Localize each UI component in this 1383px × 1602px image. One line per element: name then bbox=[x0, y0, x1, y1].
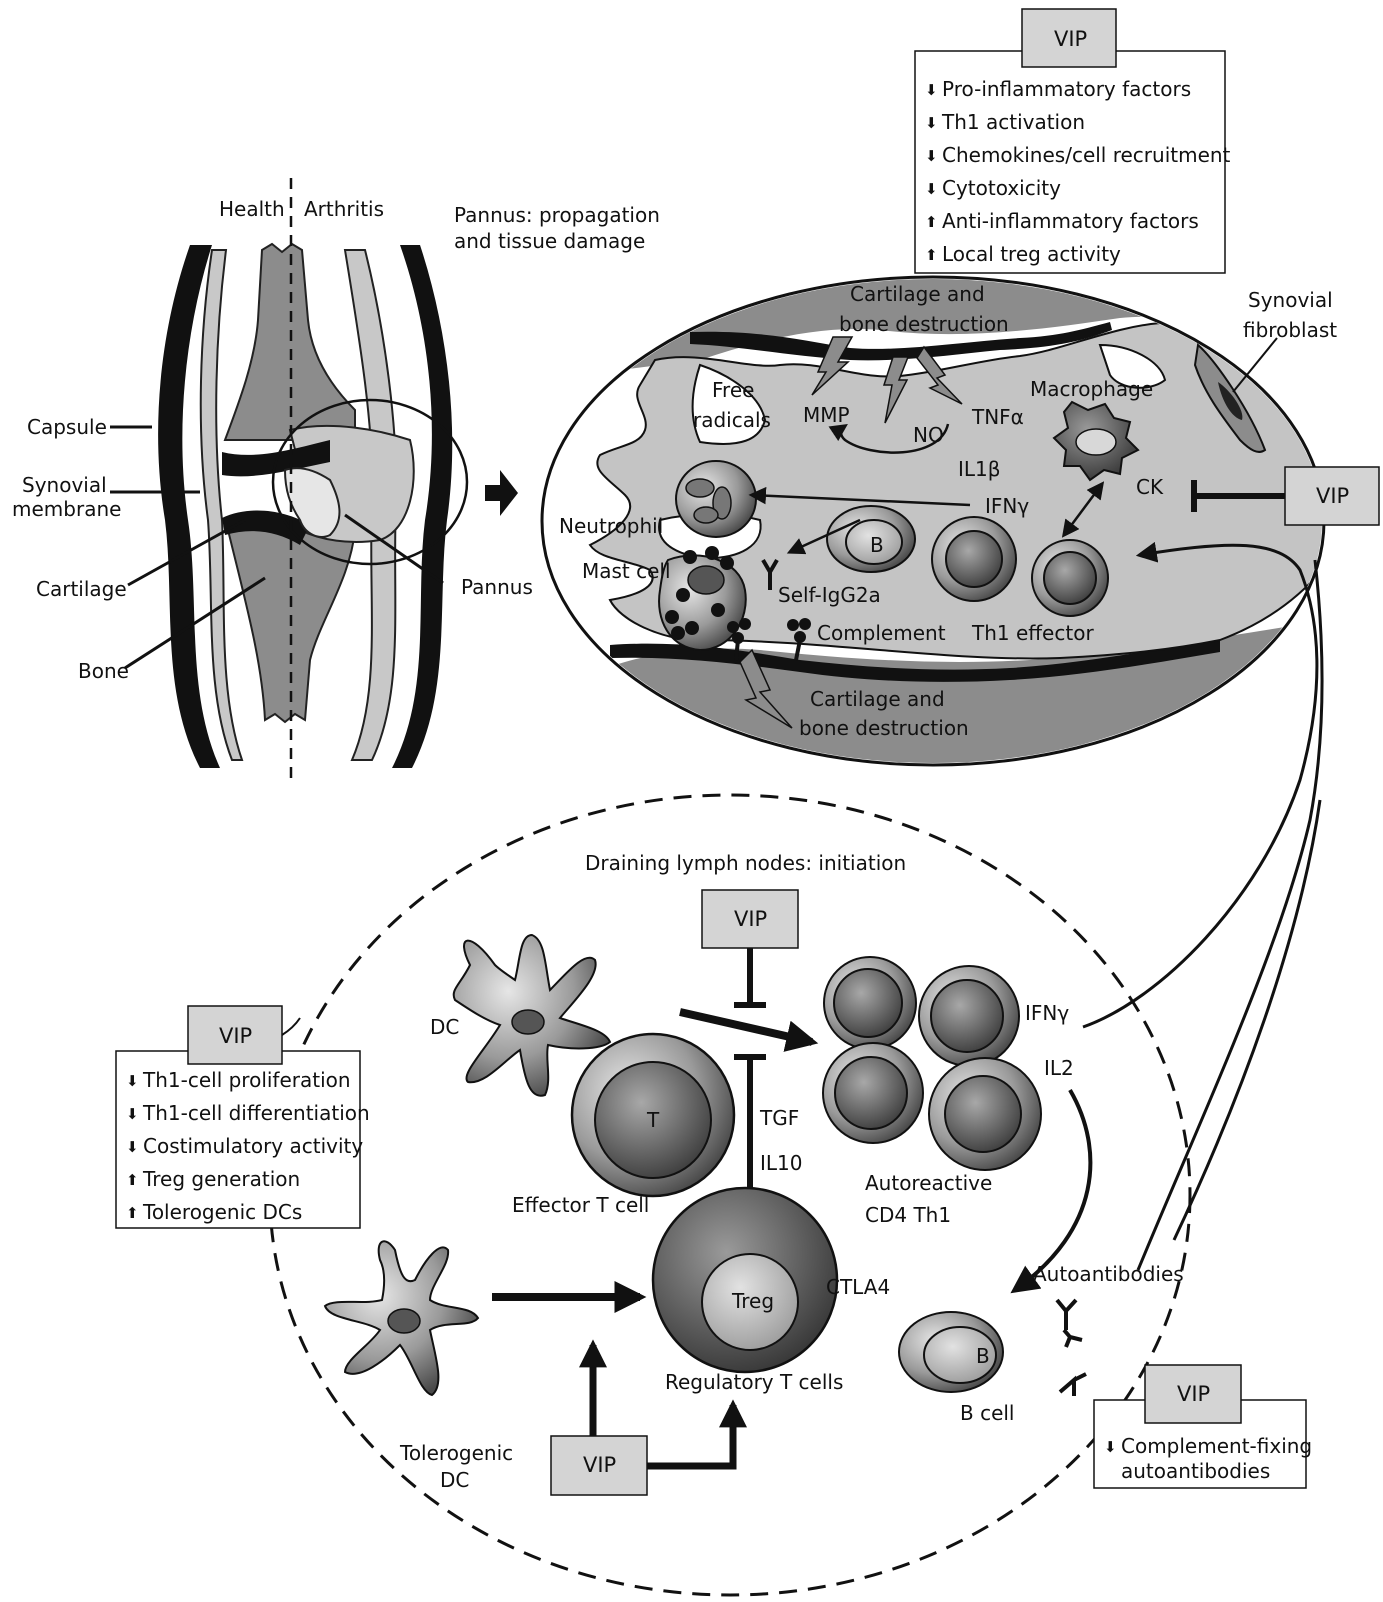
il1b-label: IL1β bbox=[958, 457, 1001, 481]
lymph-node-title: Draining lymph nodes: initiation bbox=[585, 851, 906, 875]
pannus-title-2: and tissue damage bbox=[454, 229, 645, 253]
synovial-membrane-label-2: membrane bbox=[12, 497, 121, 521]
autoantibodies-label: Autoantibodies bbox=[1033, 1262, 1184, 1286]
lymph-node: Draining lymph nodes: initiation VIP DC … bbox=[270, 795, 1190, 1595]
macrophage-label: Macrophage bbox=[1030, 377, 1153, 401]
down-arrow-icon: ⬇ bbox=[126, 1138, 139, 1156]
b-label-synovium: B bbox=[870, 533, 884, 557]
ck-label: CK bbox=[1136, 475, 1164, 499]
ifng-label: IFNγ bbox=[985, 494, 1029, 518]
effector-t-cell-label: Effector T cell bbox=[512, 1193, 649, 1217]
cartilage-top-label-1: Cartilage and bbox=[850, 282, 985, 306]
b-label: B bbox=[976, 1344, 990, 1368]
pannus-title-1: Pannus: propagation bbox=[454, 203, 660, 227]
vip-effect-item: Th1-cell proliferation bbox=[142, 1068, 351, 1092]
treg-label: Treg bbox=[731, 1289, 774, 1313]
free-radicals-label-2: radicals bbox=[693, 408, 771, 432]
vip-effect-item: Th1 activation bbox=[941, 110, 1085, 134]
vip-side-label: VIP bbox=[1316, 484, 1349, 508]
autoantibody-icon-1 bbox=[1057, 1300, 1076, 1330]
vip-bottom-label: VIP bbox=[583, 1453, 616, 1477]
vip-effect-item: Cytotoxicity bbox=[942, 176, 1061, 200]
tgf-label: TGF bbox=[759, 1106, 799, 1130]
vip-effect-item: Local treg activity bbox=[942, 242, 1121, 266]
down-arrow-icon: ⬇ bbox=[126, 1105, 139, 1123]
tolerogenic-label-1: Tolerogenic bbox=[399, 1441, 513, 1465]
vip-effect-item: Costimulatory activity bbox=[143, 1134, 363, 1158]
down-arrow-icon: ⬇ bbox=[925, 114, 938, 132]
il10-label: IL10 bbox=[760, 1151, 803, 1175]
vip-effect-item: Chemokines/cell recruitment bbox=[942, 143, 1231, 167]
th1-effector-label: Th1 effector bbox=[971, 621, 1094, 645]
vip-left-label: VIP bbox=[219, 1024, 252, 1048]
tnfa-label: TNFα bbox=[971, 405, 1024, 429]
cartilage-top-label-2: bone destruction bbox=[839, 312, 1009, 336]
activation-arrow bbox=[680, 1012, 812, 1042]
no-label: NO bbox=[913, 423, 944, 447]
up-arrow-icon: ⬆ bbox=[126, 1204, 139, 1222]
vip-right-effect-1: Complement-fixing bbox=[1121, 1434, 1312, 1458]
up-arrow-icon: ⬆ bbox=[126, 1171, 139, 1189]
t-label: T bbox=[646, 1108, 660, 1132]
tolerogenic-label-2: DC bbox=[440, 1468, 469, 1492]
synovial-fibroblast-label-1: Synovial bbox=[1248, 288, 1333, 312]
vip-effect-item: Pro-inflammatory factors bbox=[942, 77, 1191, 101]
vip-right-label: VIP bbox=[1177, 1382, 1210, 1406]
capsule-label: Capsule bbox=[27, 415, 107, 439]
up-arrow-icon: ⬆ bbox=[925, 246, 938, 264]
complement-label: Complement bbox=[817, 621, 946, 645]
vip-top-panel: VIP ⬇Pro-inflammatory factors⬇Th1 activa… bbox=[915, 9, 1231, 273]
synovial-fibroblast-label-2: fibroblast bbox=[1243, 318, 1337, 342]
cartilage-label: Cartilage bbox=[36, 577, 127, 601]
joint-illustration: Health Arthritis Capsule Synovial membra… bbox=[12, 178, 533, 785]
vip-effect-item: Anti-inflammatory factors bbox=[942, 209, 1199, 233]
down-arrow-icon: ⬇ bbox=[925, 180, 938, 198]
vip-left-panel: VIP ⬇Th1-cell proliferation⬇Th1-cell dif… bbox=[116, 1006, 370, 1228]
b-cell-label: B cell bbox=[960, 1401, 1015, 1425]
autoantibody-icon-2 bbox=[1064, 1330, 1082, 1347]
vip-right-effect-2: autoantibodies bbox=[1121, 1459, 1270, 1483]
cartilage-bottom-label-2: bone destruction bbox=[799, 716, 969, 740]
synovial-membrane-left bbox=[201, 250, 242, 760]
vip-top-label: VIP bbox=[1054, 27, 1087, 51]
ctla4-label: CTLA4 bbox=[826, 1275, 890, 1299]
synovial-membrane-label-1: Synovial bbox=[22, 473, 107, 497]
autoreactive-label-1: Autoreactive bbox=[865, 1171, 992, 1195]
cartilage-bottom-label-1: Cartilage and bbox=[810, 687, 945, 711]
down-arrow-icon: ⬇ bbox=[925, 147, 938, 165]
self-igg2a-label: Self-IgG2a bbox=[778, 583, 881, 607]
synovium-zoom: VIP Cartilage and bone destruction Synov… bbox=[540, 260, 1379, 780]
mmp-label: MMP bbox=[803, 403, 850, 427]
zoom-arrow bbox=[485, 470, 518, 516]
neutrophil-label: Neutrophil bbox=[559, 514, 663, 538]
up-arrow-icon: ⬆ bbox=[925, 213, 938, 231]
down-arrow-icon: ⬇ bbox=[126, 1072, 139, 1090]
vip-to-reg-t-cells-arrow bbox=[647, 1405, 733, 1466]
arthritis-label: Arthritis bbox=[304, 197, 384, 221]
vip-right-down-arrow-icon: ⬇ bbox=[1104, 1438, 1117, 1456]
il2-label: IL2 bbox=[1044, 1056, 1074, 1080]
vip-effect-item: Th1-cell differentiation bbox=[142, 1101, 370, 1125]
pannus-label: Pannus bbox=[461, 575, 533, 599]
vip-right-panel: VIP ⬇ Complement-fixing autoantibodies bbox=[1094, 1365, 1312, 1488]
lymph-ifng-label: IFNγ bbox=[1025, 1001, 1069, 1025]
autoantibody-icon-3 bbox=[1060, 1374, 1086, 1396]
vip-effect-item: Treg generation bbox=[142, 1167, 300, 1191]
mast-cell-label: Mast cell bbox=[582, 559, 671, 583]
vip-effect-item: Tolerogenic DCs bbox=[142, 1200, 302, 1224]
vip-left-connector bbox=[282, 1018, 300, 1035]
autoreactive-label-2: CD4 Th1 bbox=[865, 1203, 951, 1227]
free-radicals-label-1: Free bbox=[712, 378, 754, 402]
regulatory-t-cells-label: Regulatory T cells bbox=[665, 1370, 843, 1394]
dc-label: DC bbox=[430, 1015, 459, 1039]
health-label: Health bbox=[219, 197, 285, 221]
vip-center-label: VIP bbox=[734, 907, 767, 931]
down-arrow-icon: ⬇ bbox=[925, 81, 938, 99]
bone-label: Bone bbox=[78, 659, 129, 683]
